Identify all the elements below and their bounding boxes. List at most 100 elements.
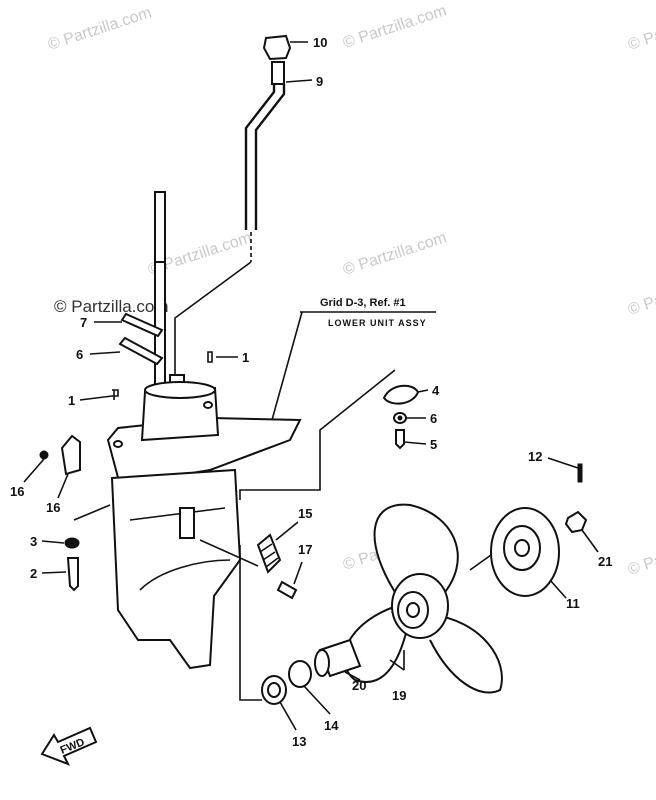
leader-11: [549, 579, 567, 599]
callout-15: 15: [298, 506, 312, 521]
part-3-washer: [64, 537, 80, 549]
forward-direction-arrow: FWD: [40, 726, 98, 766]
part-16-screw: [39, 450, 49, 460]
parts-4-6-5: [382, 384, 429, 450]
leader-12: [547, 457, 579, 469]
housing-detail-line: [139, 559, 231, 591]
part-14-o-ring: [288, 660, 312, 688]
parts-16: [23, 434, 81, 499]
part-9-rod-end: [271, 61, 285, 85]
callout-1a: 1: [68, 393, 75, 408]
drive-shaft-spline: [154, 191, 166, 263]
part-13-hole: [267, 682, 281, 698]
watermark: © Partzilla.com: [626, 4, 656, 53]
callout-4: 4: [432, 383, 440, 398]
reference-name: LOWER UNIT ASSY: [328, 318, 427, 328]
leader-1a: [79, 395, 113, 401]
leader-4: [417, 389, 429, 393]
housing-bolt-hole: [113, 440, 123, 448]
leader-16b: [57, 473, 69, 499]
callout-2: 2: [30, 566, 37, 581]
callout-21: 21: [598, 554, 612, 569]
housing-detail-line: [129, 507, 226, 521]
propeller-blade-left: [343, 604, 409, 683]
part-17-bolt: [276, 580, 298, 600]
callout-1b: 1: [242, 350, 249, 365]
part-6-plate: [118, 336, 164, 366]
callout-19: 19: [392, 688, 406, 703]
boundary-line: [239, 369, 396, 500]
part-9-rod-edge: [254, 84, 286, 230]
shift-rod-assembly: [244, 34, 292, 262]
propeller-blade-right: [429, 614, 503, 694]
propeller-shaft-bore: [406, 602, 420, 618]
callout-17: 17: [298, 542, 312, 557]
part-21-nut: [564, 510, 588, 534]
callout-9: 9: [316, 74, 323, 89]
part-11-hole: [514, 539, 530, 557]
part-11: [490, 507, 567, 599]
part-4-anode: [382, 384, 420, 405]
watermark: © Partzilla.com: [341, 2, 449, 51]
callout-13: 13: [292, 734, 306, 749]
callout-20: 20: [352, 678, 366, 693]
leader-2: [41, 571, 67, 574]
water-inlet-grill: [179, 507, 195, 539]
part-20: [314, 638, 362, 681]
leader-20: [344, 671, 361, 681]
watermark: © Partzilla.com: [46, 4, 154, 53]
callout-labels: 10 9 7 6 1 1 4 6 5 16 16 12 15 17 3 2 21…: [10, 35, 612, 749]
part-6-hole: [397, 415, 403, 421]
boundary-line: [73, 504, 111, 521]
lower-unit-reference: Grid D-3, Ref. #1 LOWER UNIT ASSY: [271, 297, 436, 421]
callout-3: 3: [30, 534, 37, 549]
parts-3-2: [41, 537, 80, 592]
part-7-plate: [120, 312, 164, 338]
callout-6a: 6: [76, 347, 83, 362]
housing-bolt-hole: [203, 401, 213, 409]
leader-16a: [23, 458, 45, 483]
part-1b-dowel: [207, 351, 213, 363]
leader-13: [279, 701, 297, 731]
part-15-ribs: [259, 543, 279, 568]
part-5-bolt: [395, 429, 405, 450]
part-16-bracket: [60, 434, 81, 476]
leader-17: [293, 561, 303, 585]
callout-5: 5: [430, 437, 437, 452]
leader-9: [285, 79, 313, 83]
leader-6a: [89, 351, 121, 355]
fwd-arrow-shape: [40, 726, 98, 766]
part-10-cap: [262, 34, 292, 61]
drive-shaft-body: [154, 261, 166, 388]
parts-12-21: [547, 457, 599, 553]
part-12-cotter-pin: [577, 463, 583, 483]
propeller: [343, 503, 503, 694]
watermark-dark: © Partzilla.com: [54, 297, 169, 316]
leader-21: [581, 529, 599, 553]
watermark: © Partzilla.com: [341, 229, 449, 278]
leader-5: [403, 441, 427, 445]
housing-top-flange: [144, 381, 216, 399]
trim-tab-mount-line: [199, 539, 259, 567]
leader-19: [389, 650, 405, 671]
part-9-rod: [244, 84, 276, 230]
callout-14: 14: [324, 718, 339, 733]
reference-grid: Grid D-3, Ref. #1: [320, 297, 406, 309]
lower-unit-housing: [106, 381, 302, 670]
parts-13-14: [261, 660, 331, 731]
leader-3: [41, 540, 65, 544]
part-15-trim-tab: [256, 533, 282, 574]
boundary-line: [239, 545, 262, 701]
callout-16a: 16: [10, 484, 24, 499]
plates: [118, 312, 164, 366]
callout-12: 12: [528, 449, 542, 464]
part-1a-dowel: [112, 389, 119, 400]
watermark: © Partzilla.com: [626, 269, 656, 318]
parts-15-17: [199, 521, 303, 600]
callout-16b: 16: [46, 500, 60, 515]
leader-14: [303, 685, 331, 715]
watermark: © Partzilla.com: [626, 529, 656, 578]
callout-6b: 6: [430, 411, 437, 426]
